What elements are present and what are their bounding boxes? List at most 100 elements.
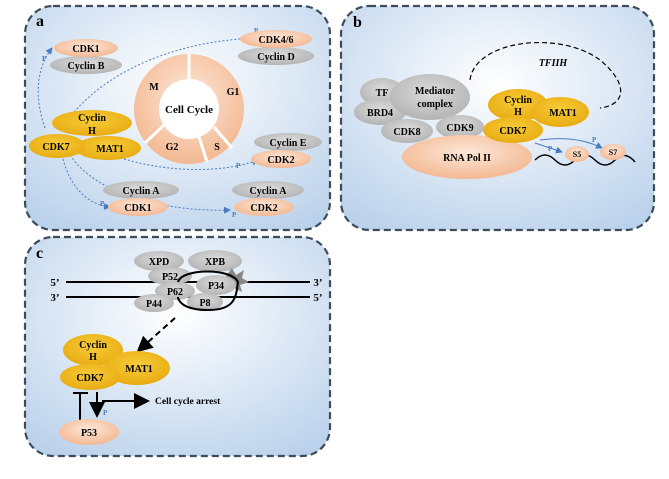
c-cyclin-label: Cyclin xyxy=(79,340,107,351)
cdk1-top-label: CDK1 xyxy=(72,44,99,55)
cyclin-a1-node xyxy=(103,181,179,199)
dna-bubble xyxy=(177,270,240,312)
cdk2-a-node xyxy=(234,198,294,216)
cdk2-a-label: CDK2 xyxy=(250,203,277,214)
tfiih-core: XPD XPB P52 P62 P34 P44 P8 xyxy=(134,250,249,312)
s5-node xyxy=(565,146,589,162)
phase-g2: G2 xyxy=(166,142,179,153)
mediator-node xyxy=(390,74,470,120)
p44-node xyxy=(134,294,174,312)
panel-b-frame xyxy=(339,4,656,232)
p52-node xyxy=(148,267,192,285)
cyclin-h-label-1: Cyclin xyxy=(78,113,106,124)
regulation-lines xyxy=(73,392,150,420)
cdk7-node xyxy=(29,134,85,158)
p-label-5: P xyxy=(232,211,237,219)
mediator-label-2: complex xyxy=(417,99,453,110)
cdk9-label: CDK9 xyxy=(446,123,473,134)
tfiih-label: TFIIH xyxy=(539,58,569,69)
cak-complex-a: Cyclin H CDK7 MAT1 xyxy=(29,110,141,160)
c-mat1-label: MAT1 xyxy=(125,364,153,375)
panel-b: b TFIIH TF BRD4 Mediator complex CDK8 CD… xyxy=(339,4,656,232)
b-h-label: H xyxy=(514,107,522,118)
cdk8-node xyxy=(381,119,433,143)
mat1-label: MAT1 xyxy=(96,144,124,155)
p8-node xyxy=(187,293,223,311)
c-cyclin-h-node xyxy=(63,334,123,366)
recruit-arrow xyxy=(136,317,176,353)
c-bot-5: 5’ xyxy=(313,292,322,304)
mat1-node xyxy=(75,136,141,160)
cyclin-e-node xyxy=(254,133,322,151)
cyclin-b-node xyxy=(50,56,122,74)
b-mat1-label: MAT1 xyxy=(549,108,577,119)
arrest-label: Cell cycle arrest xyxy=(155,397,221,407)
b-mat1-node xyxy=(531,97,589,127)
tfiih-boundary xyxy=(469,42,622,109)
c-p-label: P xyxy=(103,409,108,417)
cyclin-e-label: Cyclin E xyxy=(270,138,307,149)
cdk1-a-node xyxy=(108,198,168,216)
cyclin-d-node xyxy=(238,47,314,65)
panel-a: a P P P P P Cyclin B CDK1 Cyclin D CDK4/… xyxy=(23,4,332,232)
cyclin-a2-label: Cyclin A xyxy=(250,186,288,197)
p52-label: P52 xyxy=(162,272,178,283)
cdk2-e-label: CDK2 xyxy=(267,155,294,166)
arrow-cdk1-b xyxy=(37,47,53,129)
rnapol-label: RNA Pol II xyxy=(443,153,491,164)
p-label-3: P xyxy=(236,162,241,170)
cak-complex-b: Cyclin H MAT1 CDK7 xyxy=(483,89,589,143)
c-cdk7-node xyxy=(60,364,120,390)
phase-g1: G1 xyxy=(227,87,240,98)
phase-m: M xyxy=(149,82,159,93)
b-cdk7-node xyxy=(483,117,543,143)
xpd-label: XPD xyxy=(149,257,170,268)
tf-label: TF xyxy=(376,88,389,99)
cyclin-h-node xyxy=(52,110,132,136)
panel-b-label: b xyxy=(353,14,362,31)
cell-cycle-wheel: Cell Cycle M G1 S G2 xyxy=(134,54,244,164)
c-mat1-node xyxy=(104,351,170,385)
p44-label: P44 xyxy=(146,299,162,310)
cell-cycle-label: Cell Cycle xyxy=(165,104,213,116)
cell-cycle-center xyxy=(159,79,219,139)
p8-label: P8 xyxy=(199,298,210,309)
b-cdk7-label: CDK7 xyxy=(499,126,526,137)
c-top-3: 3’ xyxy=(313,277,322,289)
p-label-4: P xyxy=(100,200,105,208)
xpd-node xyxy=(134,251,184,271)
panel-c-label: c xyxy=(36,245,43,262)
arrow-cdk1-a xyxy=(61,154,111,210)
panel-c: c 5’ 3’ 3’ 5’ XPD XPB P52 P62 P34 P44 P8 xyxy=(23,235,332,458)
cdk46-node xyxy=(240,30,312,48)
xpb-label: XPB xyxy=(205,257,225,268)
b-cyclin-label: Cyclin xyxy=(504,95,532,106)
p53-node xyxy=(59,419,119,445)
p34-label: P34 xyxy=(208,281,224,292)
b-p-label-2: P xyxy=(592,136,597,144)
cyclin-a2-node xyxy=(232,181,304,199)
panel-b-arrows xyxy=(534,138,603,154)
rnapol-node xyxy=(402,135,532,179)
cyclin-h-label-2: H xyxy=(88,126,96,137)
cdk7-label: CDK7 xyxy=(42,142,69,153)
cyclin-d-label: Cyclin D xyxy=(257,52,295,63)
p-label-1: P xyxy=(42,55,47,63)
mediator-label-1: Mediator xyxy=(415,86,456,97)
panel-c-frame xyxy=(23,235,332,458)
b-p-label-1: P xyxy=(548,145,553,153)
cyclin-a1-label: Cyclin A xyxy=(123,186,161,197)
xpb-node xyxy=(188,250,242,272)
s5-label: S5 xyxy=(573,150,581,159)
panel-a-label: a xyxy=(36,13,44,30)
cdk1-top-node xyxy=(54,39,118,57)
s7-label: S7 xyxy=(609,148,617,157)
cdk1-a-label: CDK1 xyxy=(124,203,151,214)
arrow-cdk2-a xyxy=(69,154,231,214)
cyclin-b-label: Cyclin B xyxy=(68,61,105,72)
p62-label: P62 xyxy=(167,287,183,298)
p-label-2: P xyxy=(254,27,259,35)
cdk2-e-node xyxy=(251,150,311,168)
cdk8-label: CDK8 xyxy=(393,127,420,138)
